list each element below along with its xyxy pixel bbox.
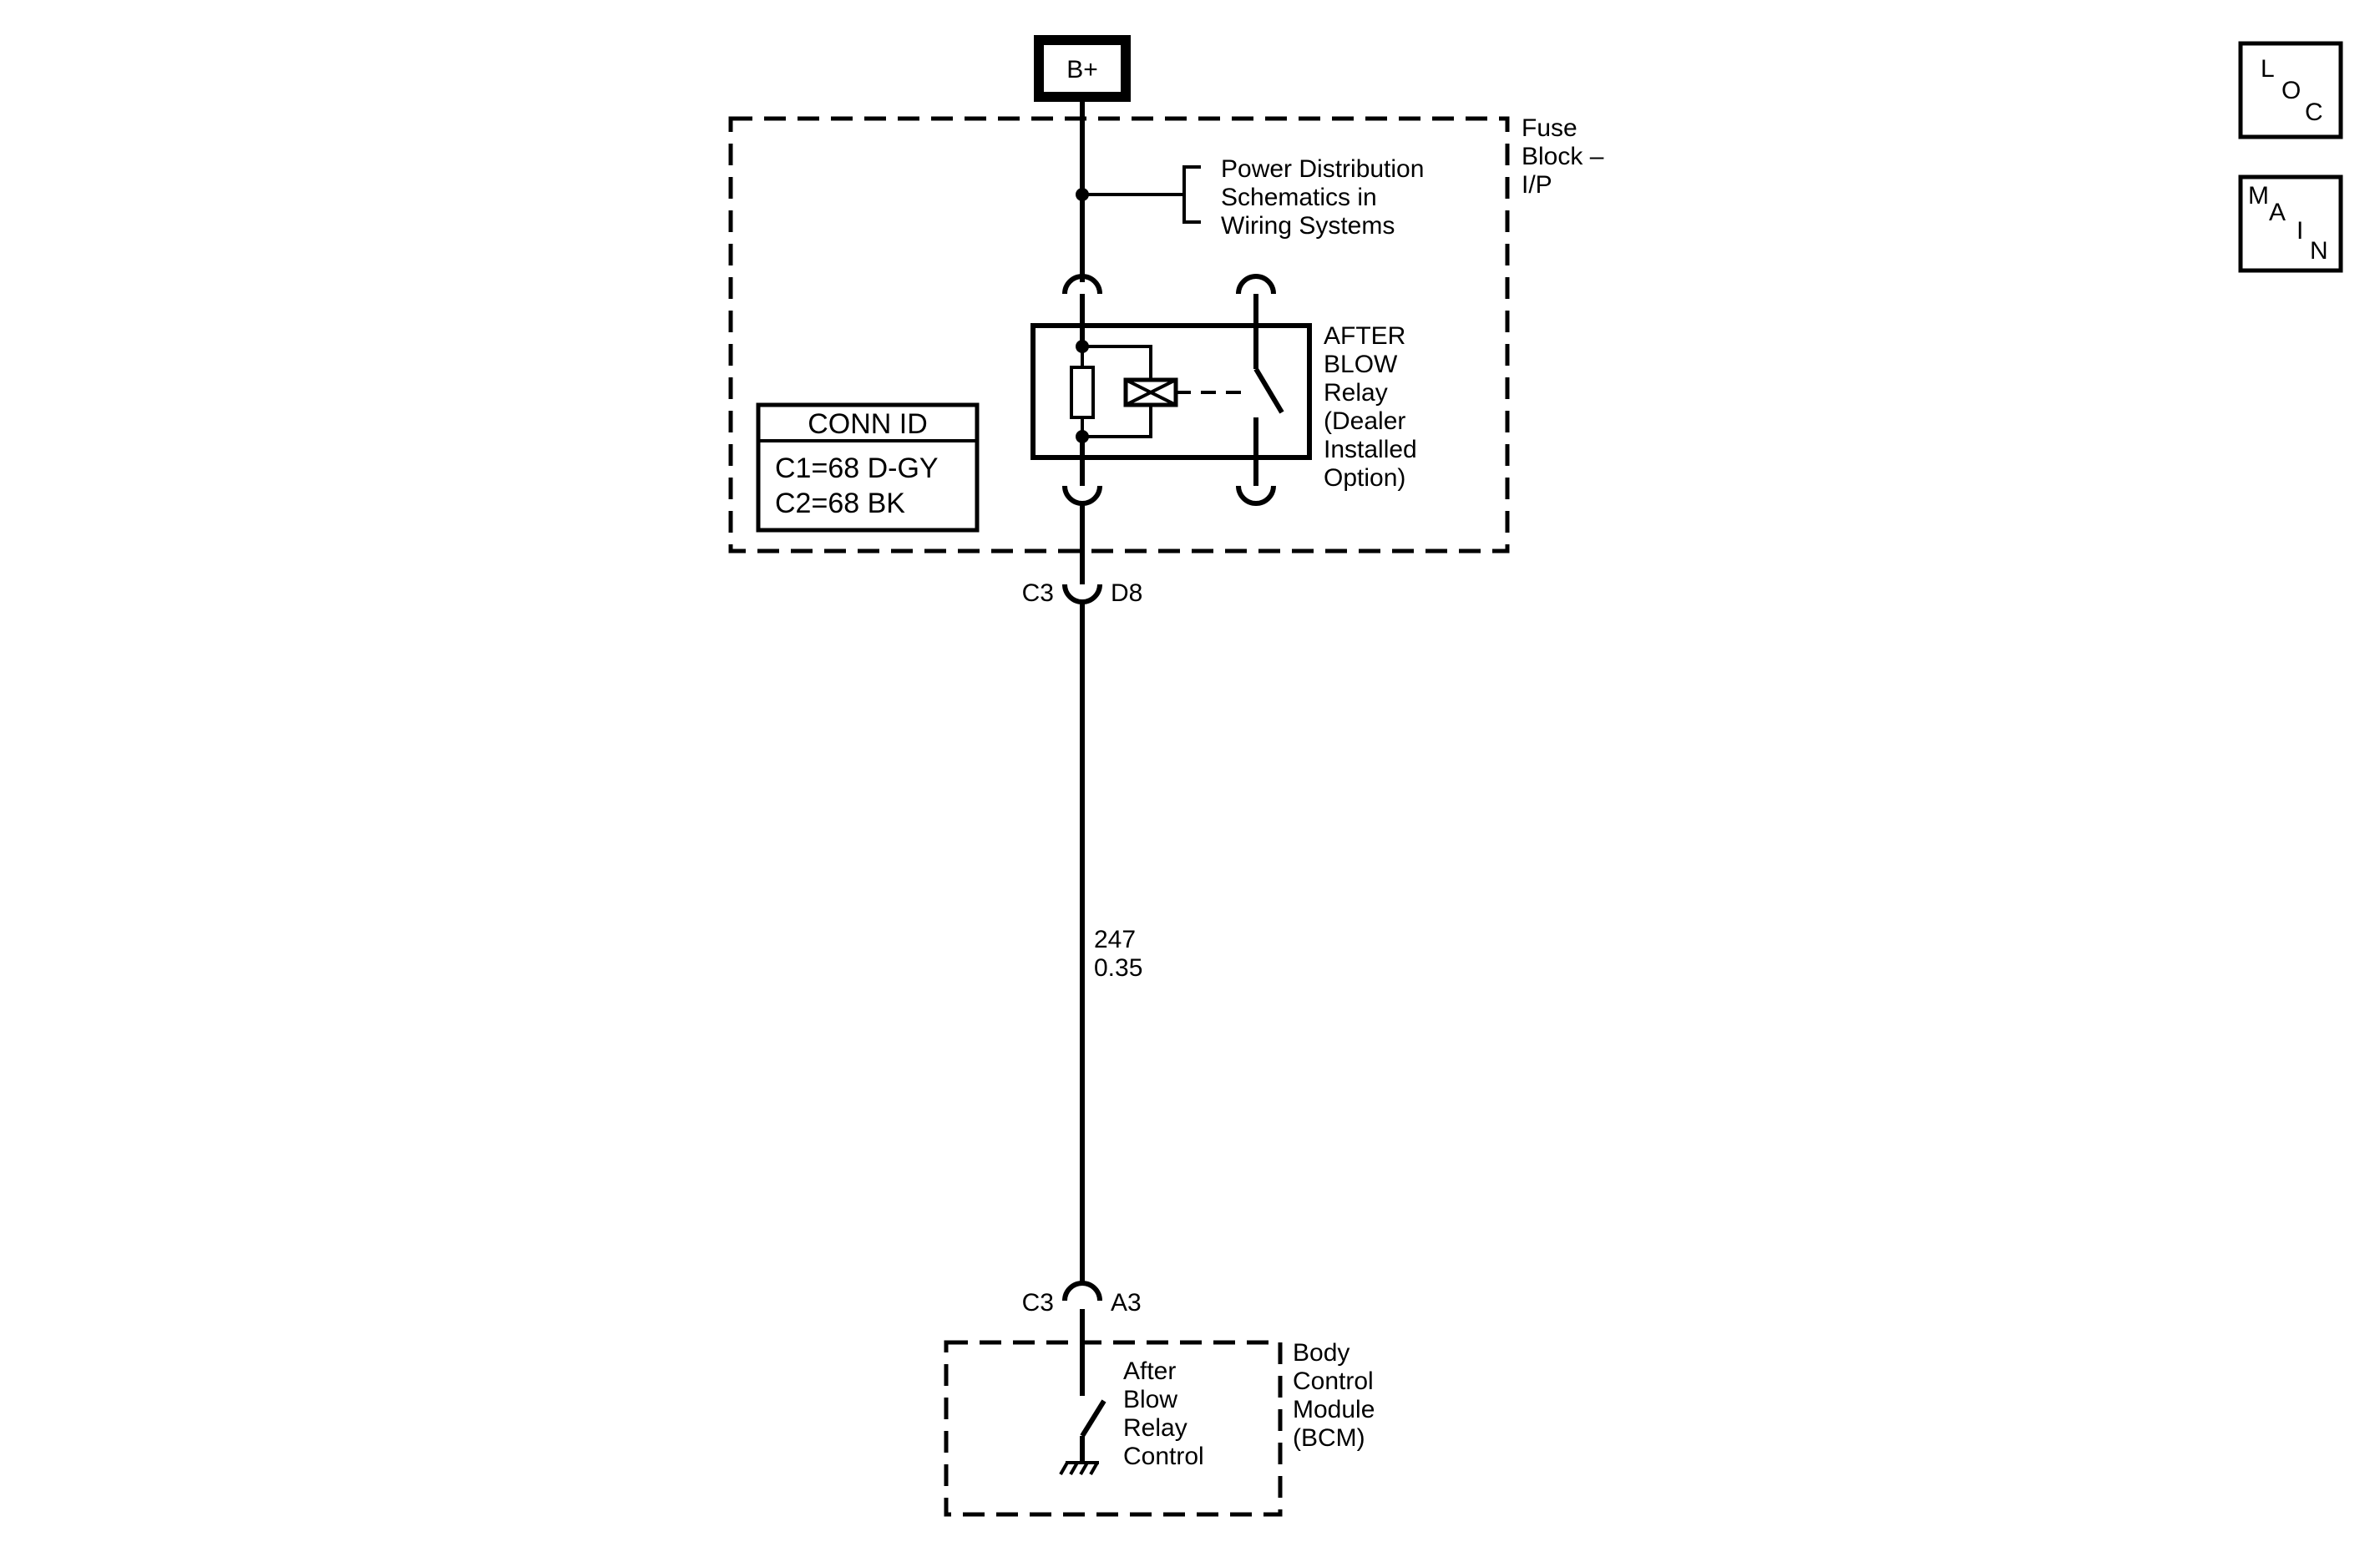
relay-terminal-coil-top (1062, 274, 1102, 311)
svg-text:Installed: Installed (1324, 436, 1417, 463)
svg-text:Fuse: Fuse (1522, 114, 1577, 142)
conn-id-row-2: C2=68 BK (775, 488, 905, 519)
relay-label: AFTER BLOW Relay (Dealer Installed Optio… (1324, 322, 1417, 492)
conn-id-table: CONN ID C1=68 D-GY C2=68 BK (756, 402, 980, 533)
svg-text:(Dealer: (Dealer (1324, 407, 1405, 435)
svg-text:Control: Control (1123, 1443, 1204, 1470)
fuse-block-label: Fuse Block – I/P (1522, 114, 1604, 199)
svg-text:N: N (2310, 237, 2328, 265)
fuse-block-outline (728, 116, 1510, 554)
connector-top-id: C3 (1022, 579, 1054, 607)
connector-top-pin: D8 (1111, 579, 1142, 607)
bcm-control-switch (1059, 1334, 1106, 1475)
svg-text:BLOW: BLOW (1324, 351, 1398, 378)
bcm-label: Body Control Module (BCM) (1293, 1339, 1375, 1452)
svg-text:L: L (2261, 55, 2275, 83)
relay-terminal-switch-top (1236, 274, 1276, 311)
ground-icon (1059, 1461, 1099, 1475)
svg-text:Relay: Relay (1324, 379, 1388, 407)
svg-text:Relay: Relay (1123, 1414, 1187, 1442)
svg-text:I/P: I/P (1522, 171, 1552, 199)
svg-text:Module: Module (1293, 1396, 1375, 1423)
battery-source-label: B+ (1066, 56, 1098, 83)
svg-text:Block –: Block – (1522, 143, 1604, 170)
svg-text:Blow: Blow (1123, 1386, 1177, 1413)
wire-gauge: 0.35 (1094, 954, 1142, 982)
svg-text:O: O (2281, 77, 2301, 104)
svg-text:(BCM): (BCM) (1293, 1424, 1365, 1452)
conn-id-title: CONN ID (808, 408, 928, 440)
svg-text:Option): Option) (1324, 464, 1405, 492)
bcm-switch-label: After Blow Relay Control (1123, 1357, 1204, 1470)
relay-terminal-switch-bottom (1236, 471, 1276, 506)
svg-text:I: I (2296, 217, 2303, 245)
battery-source: B+ (1034, 35, 1131, 102)
svg-text:After: After (1123, 1357, 1176, 1385)
svg-text:C: C (2305, 99, 2323, 126)
loc-button[interactable]: L O C (2238, 41, 2343, 139)
connector-c3-a3: C3 A3 (1022, 1281, 1142, 1334)
after-blow-relay (1030, 311, 1312, 471)
connector-bottom-id: C3 (1022, 1289, 1054, 1317)
svg-text:Body: Body (1293, 1339, 1350, 1367)
power-distribution-ref: Power Distribution Schematics in Wiring … (1076, 155, 1424, 240)
svg-text:M: M (2248, 182, 2269, 210)
power-distribution-label-3: Wiring Systems (1221, 212, 1395, 240)
conn-id-row-1: C1=68 D-GY (775, 452, 939, 484)
svg-text:Control: Control (1293, 1367, 1374, 1395)
wire-label: 247 0.35 (1094, 926, 1142, 982)
relay-terminal-coil-bottom (1062, 471, 1102, 506)
svg-text:AFTER: AFTER (1324, 322, 1405, 350)
main-button[interactable]: M A I N (2238, 174, 2343, 273)
bcm-outline (944, 1340, 1283, 1517)
connector-c3-d8: C3 D8 (1022, 501, 1142, 609)
connector-bottom-pin: A3 (1111, 1289, 1142, 1317)
power-distribution-label-1: Power Distribution (1221, 155, 1424, 183)
wire-circuit: 247 (1094, 926, 1136, 953)
svg-text:A: A (2269, 199, 2286, 226)
power-distribution-label-2: Schematics in (1221, 184, 1377, 211)
